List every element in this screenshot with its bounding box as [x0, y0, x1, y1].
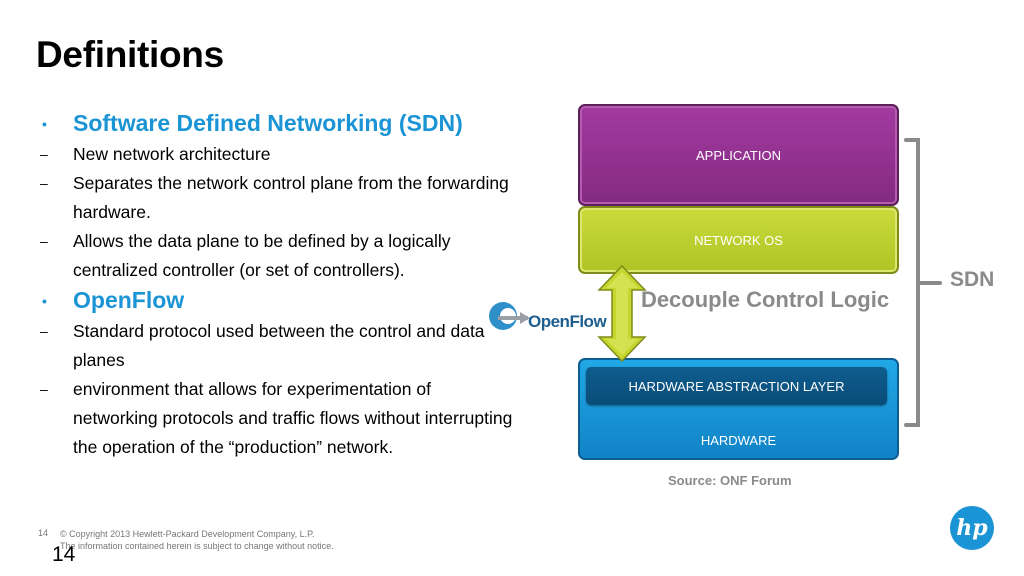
- bullet-text: New network architecture: [73, 144, 271, 164]
- bullet-text: Software Defined Networking (SDN): [73, 110, 463, 136]
- hal-layer: HARDWARE ABSTRACTION LAYER: [586, 367, 887, 405]
- bullet-mark: –: [40, 233, 48, 249]
- bullet-sub: – Standard protocol used between the con…: [38, 317, 518, 375]
- bullet-mark: •: [42, 116, 47, 132]
- bullet-mark: –: [40, 323, 48, 339]
- bullet-text: environment that allows for experimentat…: [73, 379, 513, 457]
- source-caption: Source: ONF Forum: [668, 473, 792, 488]
- bullet-text: OpenFlow: [73, 287, 185, 313]
- decouple-label: Decouple Control Logic: [640, 287, 890, 312]
- bullet-heading-sdn: • Software Defined Networking (SDN): [38, 108, 518, 139]
- bullet-text: Standard protocol used between the contr…: [73, 321, 485, 370]
- footer-page-number: 14: [38, 528, 49, 538]
- bullet-mark: –: [40, 381, 48, 397]
- bullet-list: • Software Defined Networking (SDN) – Ne…: [38, 108, 518, 462]
- bullet-sub: – Separates the network control plane fr…: [38, 169, 518, 227]
- slide-title: Definitions: [36, 34, 224, 75]
- bullet-text: Separates the network control plane from…: [73, 173, 509, 222]
- bullet-sub: – Allows the data plane to be defined by…: [38, 227, 518, 285]
- hardware-label: HARDWARE: [700, 433, 777, 448]
- footer-notice: The information contained herein is subj…: [60, 541, 334, 551]
- application-layer: APPLICATION: [578, 104, 899, 206]
- network-os-label: NETWORK OS: [694, 232, 783, 248]
- bullet-mark: –: [40, 146, 48, 162]
- bullet-heading-openflow: • OpenFlow: [38, 285, 518, 316]
- bullet-text: Allows the data plane to be defined by a…: [73, 231, 451, 280]
- network-os-layer: NETWORK OS: [578, 206, 899, 274]
- footer-legal: © Copyright 2013 Hewlett-Packard Develop…: [60, 528, 334, 552]
- bullet-sub: – New network architecture: [38, 140, 518, 169]
- footer-copyright: © Copyright 2013 Hewlett-Packard Develop…: [60, 529, 315, 539]
- bullet-mark: –: [40, 175, 48, 191]
- application-label: APPLICATION: [695, 147, 781, 163]
- sdn-bracket-icon: [904, 138, 942, 427]
- large-page-number: 14: [52, 543, 76, 566]
- bullet-mark: •: [42, 293, 47, 309]
- sdn-label: SDN: [950, 268, 995, 291]
- hal-label: HARDWARE ABSTRACTION LAYER: [628, 378, 845, 394]
- hp-logo: hp: [950, 506, 994, 550]
- openflow-logo-text: OpenFlow: [528, 312, 607, 331]
- bullet-sub: – environment that allows for experiment…: [38, 375, 518, 462]
